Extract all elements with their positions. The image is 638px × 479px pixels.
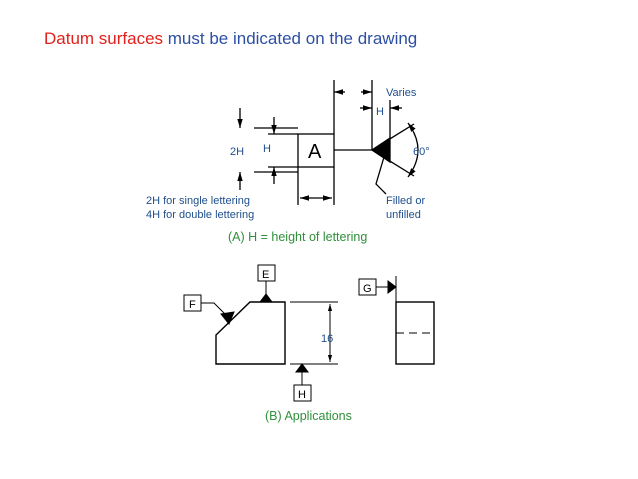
datum-g-label: G	[363, 283, 372, 295]
angle-label: 60°	[413, 146, 430, 158]
h-left-label: H	[263, 143, 271, 155]
title-rest: must be indicated on the drawing	[163, 29, 418, 48]
datum-triangle	[370, 136, 391, 164]
title-highlight: Datum surfaces	[44, 29, 164, 48]
note-line-2: 4H for double lettering	[146, 209, 254, 221]
caption-b: (B) Applications	[265, 409, 352, 423]
filled-leader	[375, 156, 387, 195]
dimension-16-label: 16	[321, 333, 333, 345]
datum-e-label: E	[262, 269, 269, 281]
datum-g-triangle	[387, 280, 397, 294]
datum-f-triangle	[220, 311, 235, 325]
datum-h-label: H	[298, 389, 306, 401]
angle-arc	[407, 122, 419, 178]
note-line-1: 2H for single lettering	[146, 195, 250, 207]
applications-figure	[183, 264, 435, 402]
two-h-label: 2H	[230, 146, 244, 158]
datum-e-triangle	[259, 293, 273, 303]
datum-f-label: F	[189, 299, 196, 311]
datum-h-triangle	[295, 363, 309, 373]
slide-title: Datum surfaces must be indicated on the …	[44, 29, 417, 49]
datum-letter: A	[308, 141, 322, 163]
varies-label: Varies	[386, 87, 417, 99]
datum-h-box	[293, 384, 312, 402]
part-outline	[215, 301, 286, 365]
datum-f-leader	[201, 302, 228, 317]
angle-line-lower	[371, 149, 415, 177]
filled-line-1: Filled or	[386, 195, 425, 207]
angle-line-upper	[371, 123, 415, 151]
caption-a: (A) H = height of lettering	[228, 230, 367, 244]
datum-g-box	[358, 278, 377, 296]
datum-symbol-figure	[237, 80, 419, 205]
filled-line-2: unfilled	[386, 209, 421, 221]
h-right-label: H	[376, 106, 384, 118]
